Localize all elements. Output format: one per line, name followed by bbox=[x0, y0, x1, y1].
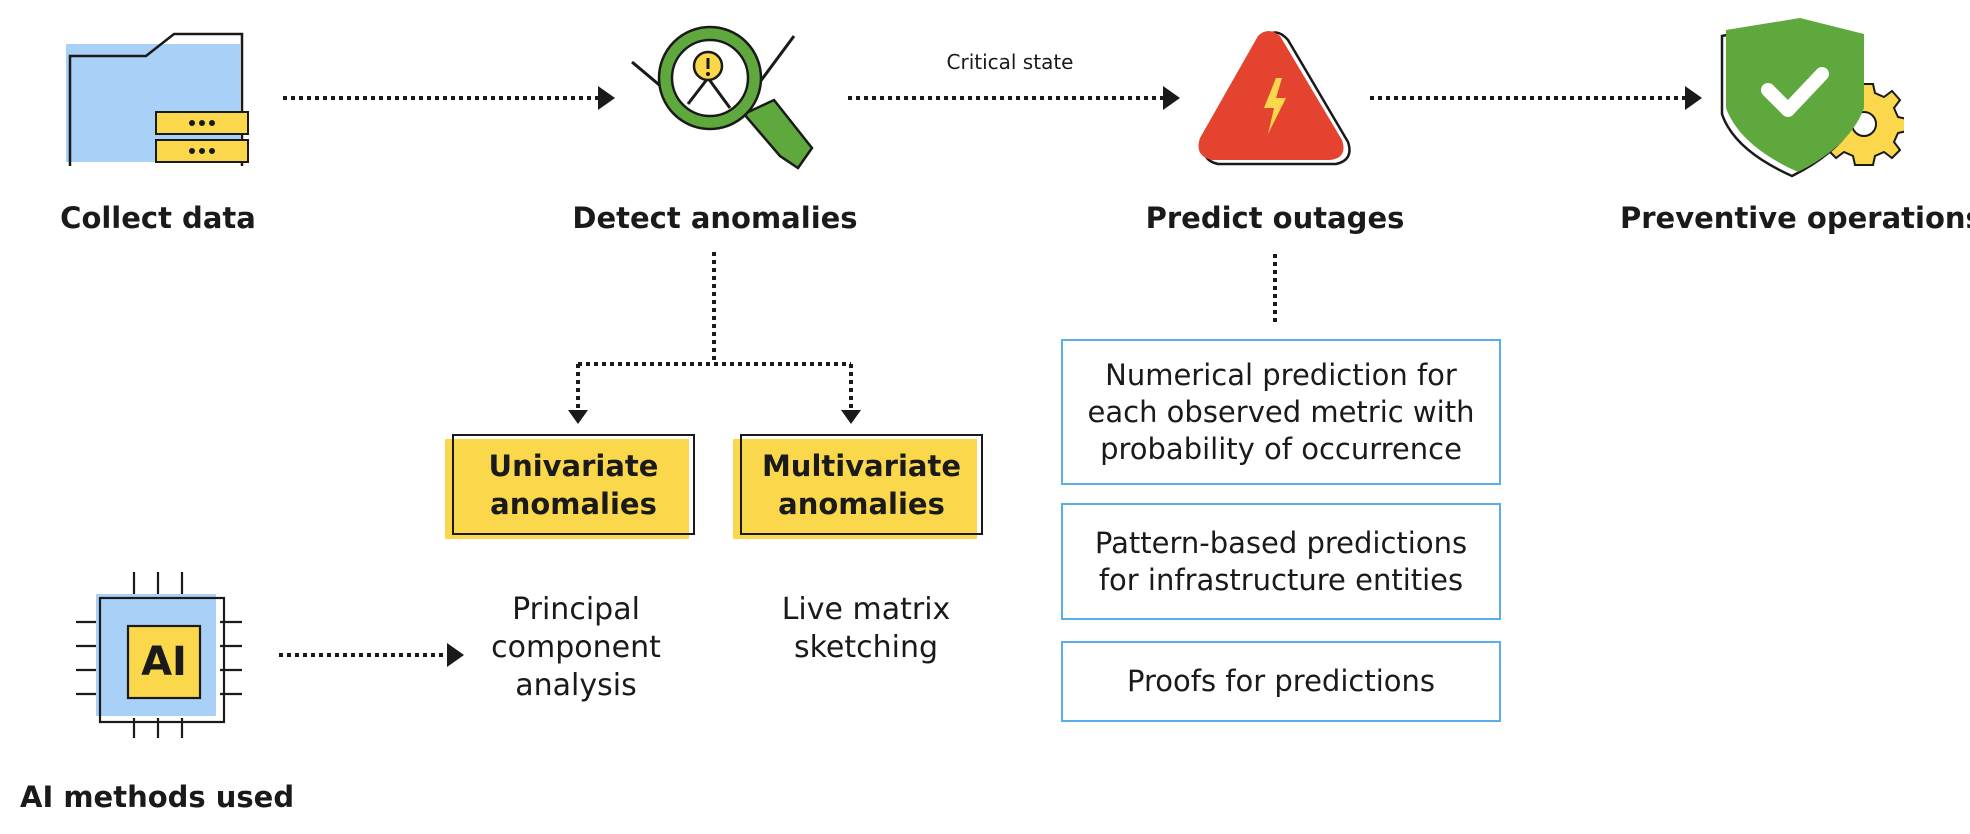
ai-methods-label: AI methods used bbox=[20, 780, 295, 814]
prediction-pattern-box: Pattern-based predictions for infrastruc… bbox=[1061, 503, 1501, 620]
ai-chip-text: AI bbox=[141, 639, 187, 685]
step-preventive-label: Preventive operations bbox=[1620, 201, 1970, 235]
warning-triangle-icon bbox=[1198, 31, 1351, 166]
step-collect-label: Collect data bbox=[60, 201, 256, 235]
univariate-anomalies-box: Univariate anomalies bbox=[445, 434, 697, 539]
arrow-ai-to-methods bbox=[279, 643, 464, 667]
arrow-collect-to-detect bbox=[283, 86, 615, 110]
step-detect-label: Detect anomalies bbox=[572, 201, 858, 235]
folder-server-icon bbox=[66, 32, 249, 166]
prediction-numerical-text: Numerical prediction for each observed m… bbox=[1087, 357, 1475, 466]
method-multivariate: Live matrix sketching bbox=[781, 592, 951, 665]
arrow-detect-to-predict bbox=[848, 86, 1180, 110]
shield-check-gear-icon bbox=[1720, 18, 1904, 178]
method-univariate: Principal component analysis bbox=[491, 592, 661, 703]
step-predict-label: Predict outages bbox=[1145, 201, 1405, 235]
branch-detect-to-anomalies bbox=[568, 252, 861, 424]
prediction-proofs-box: Proofs for predictions bbox=[1061, 641, 1501, 722]
prediction-proofs-text: Proofs for predictions bbox=[1127, 664, 1435, 698]
univariate-anomalies-label: Univariate anomalies bbox=[452, 434, 695, 535]
multivariate-anomalies-box: Multivariate anomalies bbox=[733, 434, 985, 539]
magnifier-alert-icon bbox=[631, 25, 814, 170]
multivariate-anomalies-label: Multivariate anomalies bbox=[740, 434, 983, 535]
critical-state-label: Critical state bbox=[946, 50, 1074, 74]
prediction-pattern-text: Pattern-based predictions for infrastruc… bbox=[1094, 525, 1468, 597]
ai-chip-icon bbox=[76, 572, 242, 738]
prediction-numerical-box: Numerical prediction for each observed m… bbox=[1061, 339, 1501, 485]
arrow-predict-to-preventive bbox=[1370, 86, 1702, 110]
